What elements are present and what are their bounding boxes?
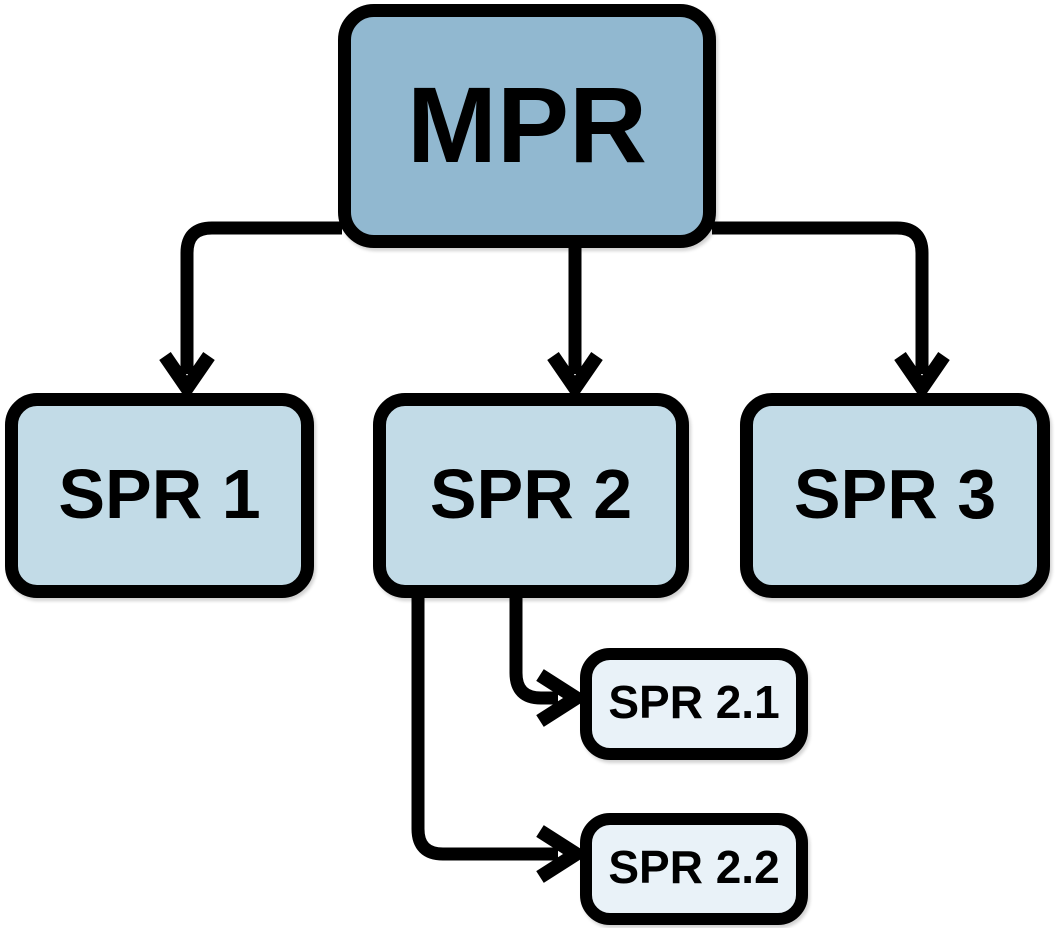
edge-mpr-spr2 bbox=[547, 244, 603, 401]
node-spr3-label: SPR 3 bbox=[793, 454, 997, 533]
node-spr21-label: SPR 2.1 bbox=[608, 676, 780, 728]
node-mpr-label: MPR bbox=[407, 63, 647, 185]
edge-mpr-spr3 bbox=[712, 221, 950, 401]
edge-mpr-spr1 bbox=[159, 221, 342, 401]
node-spr22: SPR 2.2 bbox=[580, 813, 808, 925]
node-spr21: SPR 2.1 bbox=[580, 648, 808, 760]
node-mpr: MPR bbox=[338, 4, 716, 248]
node-spr2-label: SPR 2 bbox=[429, 454, 633, 533]
node-spr2: SPR 2 bbox=[373, 393, 689, 598]
node-spr1-label: SPR 1 bbox=[58, 454, 261, 533]
node-spr1: SPR 1 bbox=[5, 393, 314, 598]
edge-spr2-spr22 bbox=[411, 594, 590, 883]
node-spr3: SPR 3 bbox=[740, 393, 1050, 598]
edge-spr2-spr21 bbox=[509, 594, 590, 727]
node-spr22-label: SPR 2.2 bbox=[608, 841, 780, 893]
